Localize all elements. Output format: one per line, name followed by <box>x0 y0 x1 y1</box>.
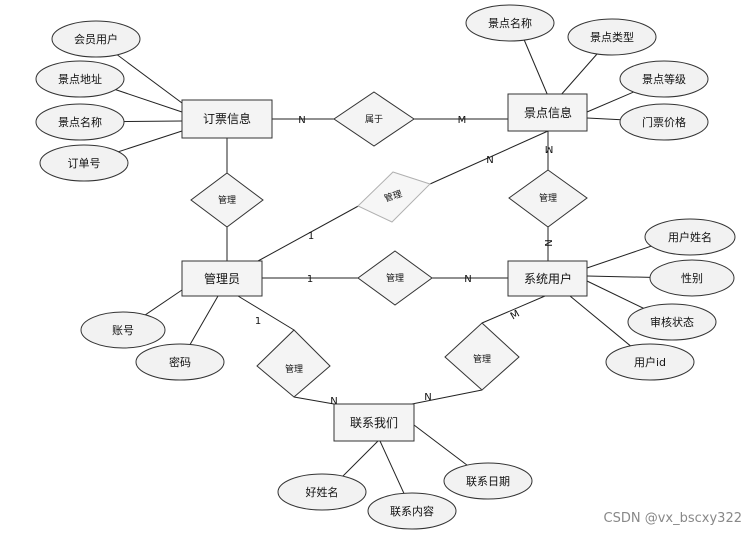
relationship-manage-contact-admin-label: 管理 <box>285 363 303 375</box>
attribute-gender: 性别 <box>649 259 735 297</box>
relationship-manage-spot[interactable]: 管理 <box>357 171 431 223</box>
entity-admin[interactable]: 管理员 <box>181 260 263 297</box>
relationship-manage-user-label: 管理 <box>386 272 404 284</box>
cardinality-user-manage-admin: N <box>464 274 471 285</box>
entity-ticket-info-label: 订票信息 <box>203 111 251 126</box>
relationship-belongs[interactable]: 属于 <box>333 91 415 147</box>
entity-spot-info-label: 景点信息 <box>524 105 572 120</box>
attribute-user-id: 用户id <box>605 343 695 381</box>
attribute-order-number-label: 订单号 <box>68 157 101 170</box>
attribute-contact-content: 联系内容 <box>367 492 457 530</box>
attribute-user-name-label: 用户姓名 <box>668 230 712 244</box>
cardinality-user-manage-contact: M <box>509 309 522 323</box>
attribute-account: 账号 <box>80 311 166 349</box>
attribute-contact-content-label: 联系内容 <box>390 504 434 518</box>
attribute-spot-level: 景点等级 <box>619 60 709 98</box>
attribute-contact-name: 好姓名 <box>277 473 367 511</box>
attribute-spot-address-label: 景点地址 <box>58 72 102 86</box>
relationship-manage-spot-user-label: 管理 <box>539 192 557 204</box>
relationship-manage-ticket[interactable]: 管理 <box>190 172 264 228</box>
attribute-member-user: 会员用户 <box>51 20 141 58</box>
attribute-spot-name: 景点名称 <box>465 4 555 42</box>
attribute-user-id-label: 用户id <box>634 355 666 369</box>
cardinality-admin-manage-contact: 1 <box>255 316 261 327</box>
cardinality-spot-manage-admin: N <box>486 155 493 166</box>
watermark-text: CSDN @vx_bscxy322 <box>603 511 742 526</box>
attribute-order-number: 订单号 <box>39 144 129 182</box>
entity-system-user-label: 系统用户 <box>524 271 572 286</box>
cardinality-contact-manage-user: N <box>424 392 431 403</box>
cardinality-spot-belongs: M <box>458 115 467 126</box>
attribute-review-status: 审核状态 <box>627 303 717 341</box>
attribute-spot-type: 景点类型 <box>567 18 657 56</box>
attribute-member-user-label: 会员用户 <box>74 32 118 46</box>
entity-contact-us[interactable]: 联系我们 <box>333 403 415 442</box>
attribute-ticket-spot-name: 景点名称 <box>35 103 125 141</box>
attribute-spot-level-label: 景点等级 <box>642 72 686 86</box>
attribute-contact-date-label: 联系日期 <box>466 475 510 488</box>
relationship-manage-contact-user[interactable]: 管理 <box>444 322 520 391</box>
cardinality-contact-manage-admin: N <box>330 396 337 407</box>
attribute-contact-name-label: 好姓名 <box>306 485 339 499</box>
attribute-password-label: 密码 <box>169 355 191 369</box>
entity-contact-us-label: 联系我们 <box>350 415 398 430</box>
attribute-ticket-spot-name-label: 景点名称 <box>58 115 102 129</box>
attribute-account-label: 账号 <box>112 324 134 337</box>
attribute-ticket-price: 门票价格 <box>619 103 709 141</box>
entity-ticket-info[interactable]: 订票信息 <box>181 99 273 139</box>
entity-system-user[interactable]: 系统用户 <box>507 260 588 297</box>
attribute-ticket-price-label: 门票价格 <box>642 115 686 129</box>
attribute-spot-name-label: 景点名称 <box>488 16 532 30</box>
attribute-password: 密码 <box>135 343 225 381</box>
relationship-belongs-label: 属于 <box>365 114 383 125</box>
cardinality-labels: N M N 1 M N 1 N 1 N N M <box>255 115 554 407</box>
cardinality-admin-manage-spot: 1 <box>308 231 314 242</box>
relationship-manage-spot-user[interactable]: 管理 <box>508 169 588 228</box>
cardinality-user-manage-spot: N <box>542 239 553 246</box>
relationship-manage-contact-user-label: 管理 <box>473 353 491 365</box>
cardinality-spot-manage-user: M <box>545 143 554 154</box>
attribute-gender-label: 性别 <box>681 271 703 285</box>
attribute-contact-date: 联系日期 <box>443 462 533 500</box>
cardinality-admin-manage-user: 1 <box>307 274 313 285</box>
relationship-manage-contact-admin[interactable]: 管理 <box>256 329 331 398</box>
attribute-review-status-label: 审核状态 <box>650 315 694 329</box>
attribute-spot-address: 景点地址 <box>35 60 125 98</box>
relationship-manage-ticket-label: 管理 <box>218 194 236 206</box>
relationship-manage-user[interactable]: 管理 <box>357 250 433 306</box>
attribute-spot-type-label: 景点类型 <box>590 30 634 44</box>
attribute-user-name: 用户姓名 <box>644 218 736 256</box>
cardinality-ticket-belongs: N <box>298 115 305 126</box>
entity-spot-info[interactable]: 景点信息 <box>507 93 588 132</box>
entity-admin-label: 管理员 <box>204 271 240 286</box>
